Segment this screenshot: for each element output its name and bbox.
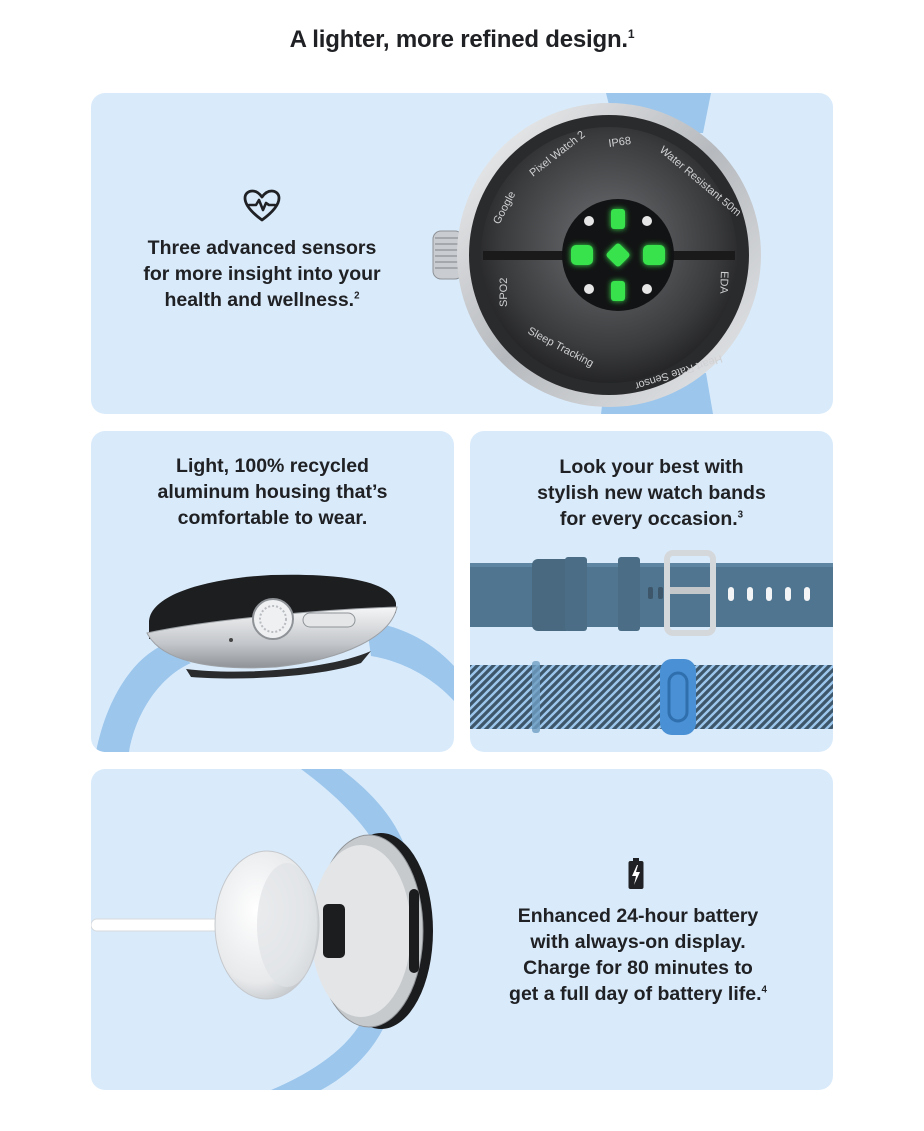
watch-back-sensor-image: Google Pixel Watch 2 IP68 Water Resistan… — [432, 93, 761, 414]
watch-bands-image — [470, 550, 833, 735]
sensors-description: Three advanced sensors for more insight … — [111, 235, 413, 313]
sensors-line-1: Three advanced sensors — [147, 237, 377, 259]
sensors-card: Three advanced sensors for more insight … — [91, 93, 833, 414]
bands-line-1: Look your best with — [559, 456, 744, 478]
bands-description: Look your best with stylish new watch ba… — [470, 454, 833, 532]
footnote-marker[interactable]: 1 — [627, 27, 635, 41]
watch-side-profile-image — [96, 574, 454, 752]
housing-description: Light, 100% recycled aluminum housing th… — [91, 453, 454, 531]
housing-line-3: comfortable to wear. — [177, 507, 368, 529]
housing-card: Light, 100% recycled aluminum housing th… — [91, 431, 454, 752]
battery-line-2: with always-on display. — [530, 931, 746, 953]
engraving-spo2: SPO2 — [498, 278, 510, 307]
housing-line-2: aluminum housing that’s — [157, 481, 388, 503]
battery-charging-icon — [628, 858, 644, 889]
sensors-line-3: health and wellness. — [164, 289, 355, 311]
heart-pulse-icon — [243, 189, 281, 222]
battery-description: Enhanced 24-hour battery with always-on … — [485, 903, 791, 1007]
battery-line-3: Charge for 80 minutes to — [523, 957, 753, 979]
housing-line-1: Light, 100% recycled — [176, 455, 369, 477]
watch-charger-image — [91, 769, 433, 1090]
engraving-rating: IP68 — [608, 135, 632, 150]
bands-line-3: for every occasion. — [559, 508, 738, 530]
footnote-marker[interactable]: 3 — [737, 509, 744, 521]
bands-line-2: stylish new watch bands — [537, 482, 766, 504]
battery-line-1: Enhanced 24-hour battery — [517, 905, 759, 927]
battery-card: Enhanced 24-hour battery with always-on … — [91, 769, 833, 1090]
page-title: A lighter, more refined design.1 — [0, 26, 924, 54]
battery-line-4: get a full day of battery life. — [509, 983, 762, 1005]
sensors-line-2: for more insight into your — [143, 263, 381, 285]
footnote-marker[interactable]: 4 — [761, 984, 767, 996]
bands-card: Look your best with stylish new watch ba… — [470, 431, 833, 752]
engraving-eda: EDA — [717, 271, 730, 295]
page-title-text: A lighter, more refined design. — [289, 26, 629, 53]
footnote-marker[interactable]: 2 — [354, 290, 360, 302]
